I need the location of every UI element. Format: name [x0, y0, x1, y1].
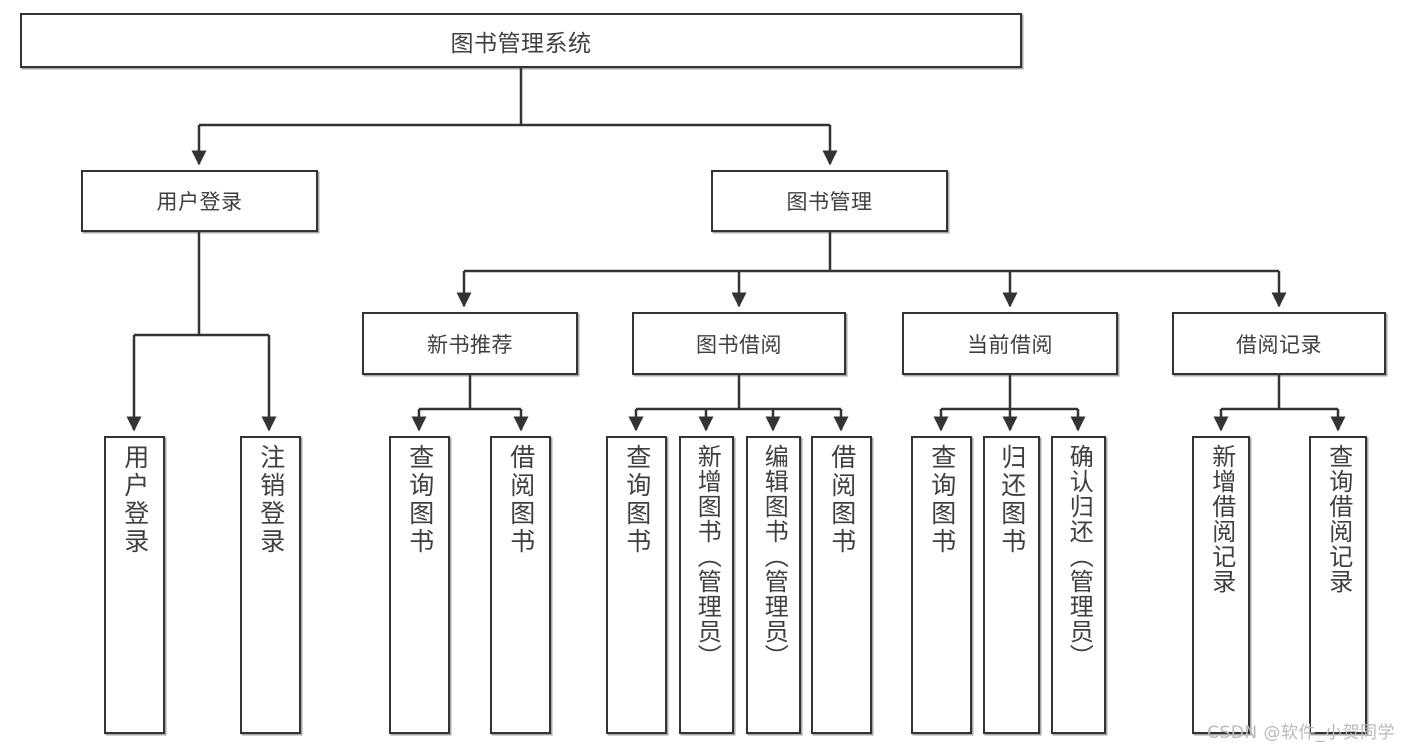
node-label: 图书借阅: [696, 332, 782, 357]
node-label: 新书推荐: [427, 332, 513, 357]
node-label: 当前借阅: [967, 332, 1053, 357]
node-book-management[interactable]: 图书管理: [711, 170, 948, 232]
node-leaf-confirm-return-admin[interactable]: 确认归还（管理员）: [1051, 436, 1106, 734]
node-label: 确认归还（管理员）: [1065, 444, 1094, 669]
node-label: 借阅图书: [827, 444, 857, 556]
node-book-borrow[interactable]: 图书借阅: [632, 312, 846, 375]
node-label: 编辑图书（管理员）: [760, 444, 789, 669]
csdn-watermark: CSDN @软件_小贺同学: [1207, 723, 1395, 743]
node-label: 新增图书（管理员）: [693, 444, 722, 669]
node-label: 查询图书: [927, 444, 957, 556]
node-leaf-user-login[interactable]: 用户登录: [104, 436, 165, 734]
node-leaf-edit-book-admin[interactable]: 编辑图书（管理员）: [746, 436, 801, 734]
node-leaf-query-borrow-record[interactable]: 查询借阅记录: [1309, 436, 1367, 734]
node-label: 查询图书: [405, 444, 435, 556]
node-leaf-add-borrow-record[interactable]: 新增借阅记录: [1192, 436, 1250, 734]
node-leaf-query-book-new[interactable]: 查询图书: [389, 436, 450, 734]
node-user-login[interactable]: 用户登录: [81, 170, 318, 232]
node-borrow-record[interactable]: 借阅记录: [1172, 312, 1386, 375]
node-label: 借阅记录: [1236, 332, 1322, 357]
node-root-book-management-system[interactable]: 图书管理系统: [20, 13, 1022, 68]
node-label: 图书管理: [786, 190, 873, 214]
node-leaf-query-book-borrow[interactable]: 查询图书: [606, 436, 667, 734]
node-new-book-recommend[interactable]: 新书推荐: [362, 312, 578, 375]
node-label: 注销登录: [256, 444, 286, 556]
node-label: 查询图书: [622, 444, 652, 556]
node-label: 归还图书: [997, 444, 1027, 556]
node-current-borrow[interactable]: 当前借阅: [902, 312, 1118, 375]
node-leaf-borrow-book-borrow[interactable]: 借阅图书: [811, 436, 872, 734]
node-leaf-borrow-book-new[interactable]: 借阅图书: [490, 436, 551, 734]
node-leaf-query-book-current[interactable]: 查询图书: [911, 436, 972, 734]
node-label: 用户登录: [156, 190, 243, 214]
node-label: 新增借阅记录: [1207, 444, 1236, 594]
node-label: 图书管理系统: [450, 30, 592, 57]
node-label: 用户登录: [120, 444, 150, 556]
node-leaf-logout[interactable]: 注销登录: [240, 436, 301, 734]
node-label: 借阅图书: [506, 444, 536, 556]
node-leaf-add-book-admin[interactable]: 新增图书（管理员）: [679, 436, 734, 734]
node-label: 查询借阅记录: [1324, 444, 1353, 594]
node-leaf-return-book[interactable]: 归还图书: [983, 436, 1040, 734]
